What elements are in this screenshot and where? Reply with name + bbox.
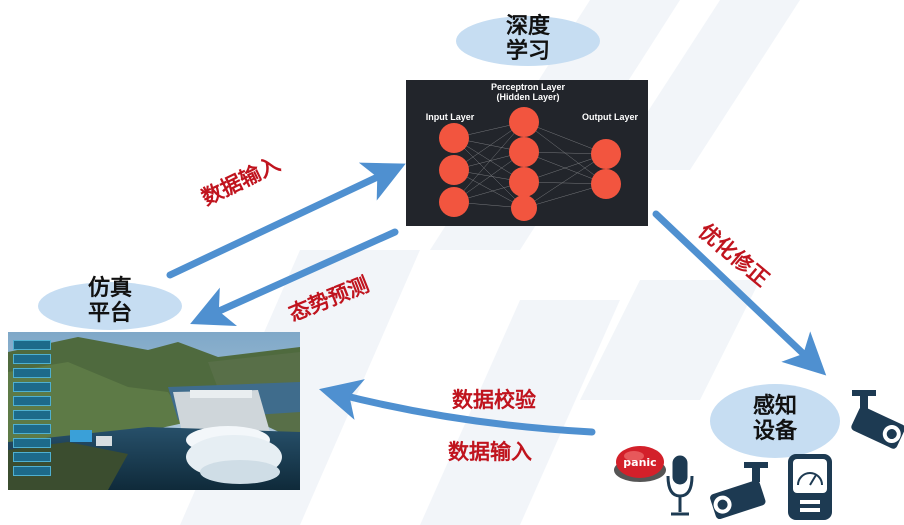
simulation-label-line1: 仿真 [87, 276, 132, 301]
sim-menu-item[interactable] [13, 396, 51, 406]
nn-title-line2: (Hidden Layer) [496, 92, 560, 102]
sensing-label: 感知 设备 [733, 394, 817, 444]
nn-output-neuron [591, 139, 621, 169]
nn-hidden-neuron [511, 195, 537, 221]
nn-hidden-neuron [509, 167, 539, 197]
panic-button-text: panic [623, 456, 656, 469]
simulation-screenshot [8, 332, 300, 490]
sensing-label-line2: 设备 [752, 419, 797, 444]
deep-learning-label-line2: 学习 [505, 39, 550, 64]
arrow-data-verify [319, 379, 596, 436]
deep-learning-label: 深度 学习 [486, 14, 570, 64]
nn-input-neuron [439, 187, 469, 217]
sensing-label-line1: 感知 [752, 394, 797, 419]
sim-menu-item[interactable] [13, 466, 51, 476]
security-camera-icon [851, 390, 904, 449]
dam-scene [8, 332, 300, 490]
sim-menu-item[interactable] [13, 354, 51, 364]
gauge-meter-icon [788, 454, 832, 520]
sim-menu-item[interactable] [13, 382, 51, 392]
nn-output-layer-label: Output Layer [581, 112, 638, 122]
label-data-input-bottom: 数据输入 [448, 440, 532, 464]
microphone-icon [666, 455, 694, 516]
arrow-situation-predict [190, 228, 399, 326]
nn-graph [439, 107, 621, 221]
sim-menu-item[interactable] [13, 368, 51, 378]
sim-menu-item[interactable] [13, 438, 51, 448]
nn-input-neuron [439, 123, 469, 153]
nn-hidden-neuron [509, 137, 539, 167]
simulation-oval [38, 282, 182, 330]
nn-hidden-layer-title: Perceptron Layer (Hidden Layer) [478, 82, 578, 102]
sensing-oval [710, 384, 840, 458]
sim-menu-item[interactable] [13, 452, 51, 462]
deep-learning-label-line1: 深度 [505, 14, 550, 39]
nn-output-neuron [591, 169, 621, 199]
nn-hidden-neuron [509, 107, 539, 137]
panic-button-icon: panic [614, 446, 666, 482]
sim-menu-item[interactable] [13, 424, 51, 434]
simulation-side-menu [13, 340, 51, 480]
nn-input-layer-label: Input Layer [425, 112, 475, 122]
simulation-label: 仿真 平台 [68, 276, 152, 326]
sim-menu-item[interactable] [13, 340, 51, 350]
label-data-verify: 数据校验 [452, 388, 536, 412]
security-camera-icon [710, 462, 768, 520]
arrow-optimize [652, 210, 827, 376]
neural-network-image: Perceptron Layer (Hidden Layer) Input La… [406, 80, 648, 226]
sim-menu-item[interactable] [13, 410, 51, 420]
nn-input-neuron [439, 155, 469, 185]
nn-title-line1: Perceptron Layer [490, 82, 566, 92]
arrow-data-input-top [166, 162, 406, 279]
deep-learning-oval [456, 16, 600, 66]
simulation-label-line2: 平台 [87, 301, 132, 326]
